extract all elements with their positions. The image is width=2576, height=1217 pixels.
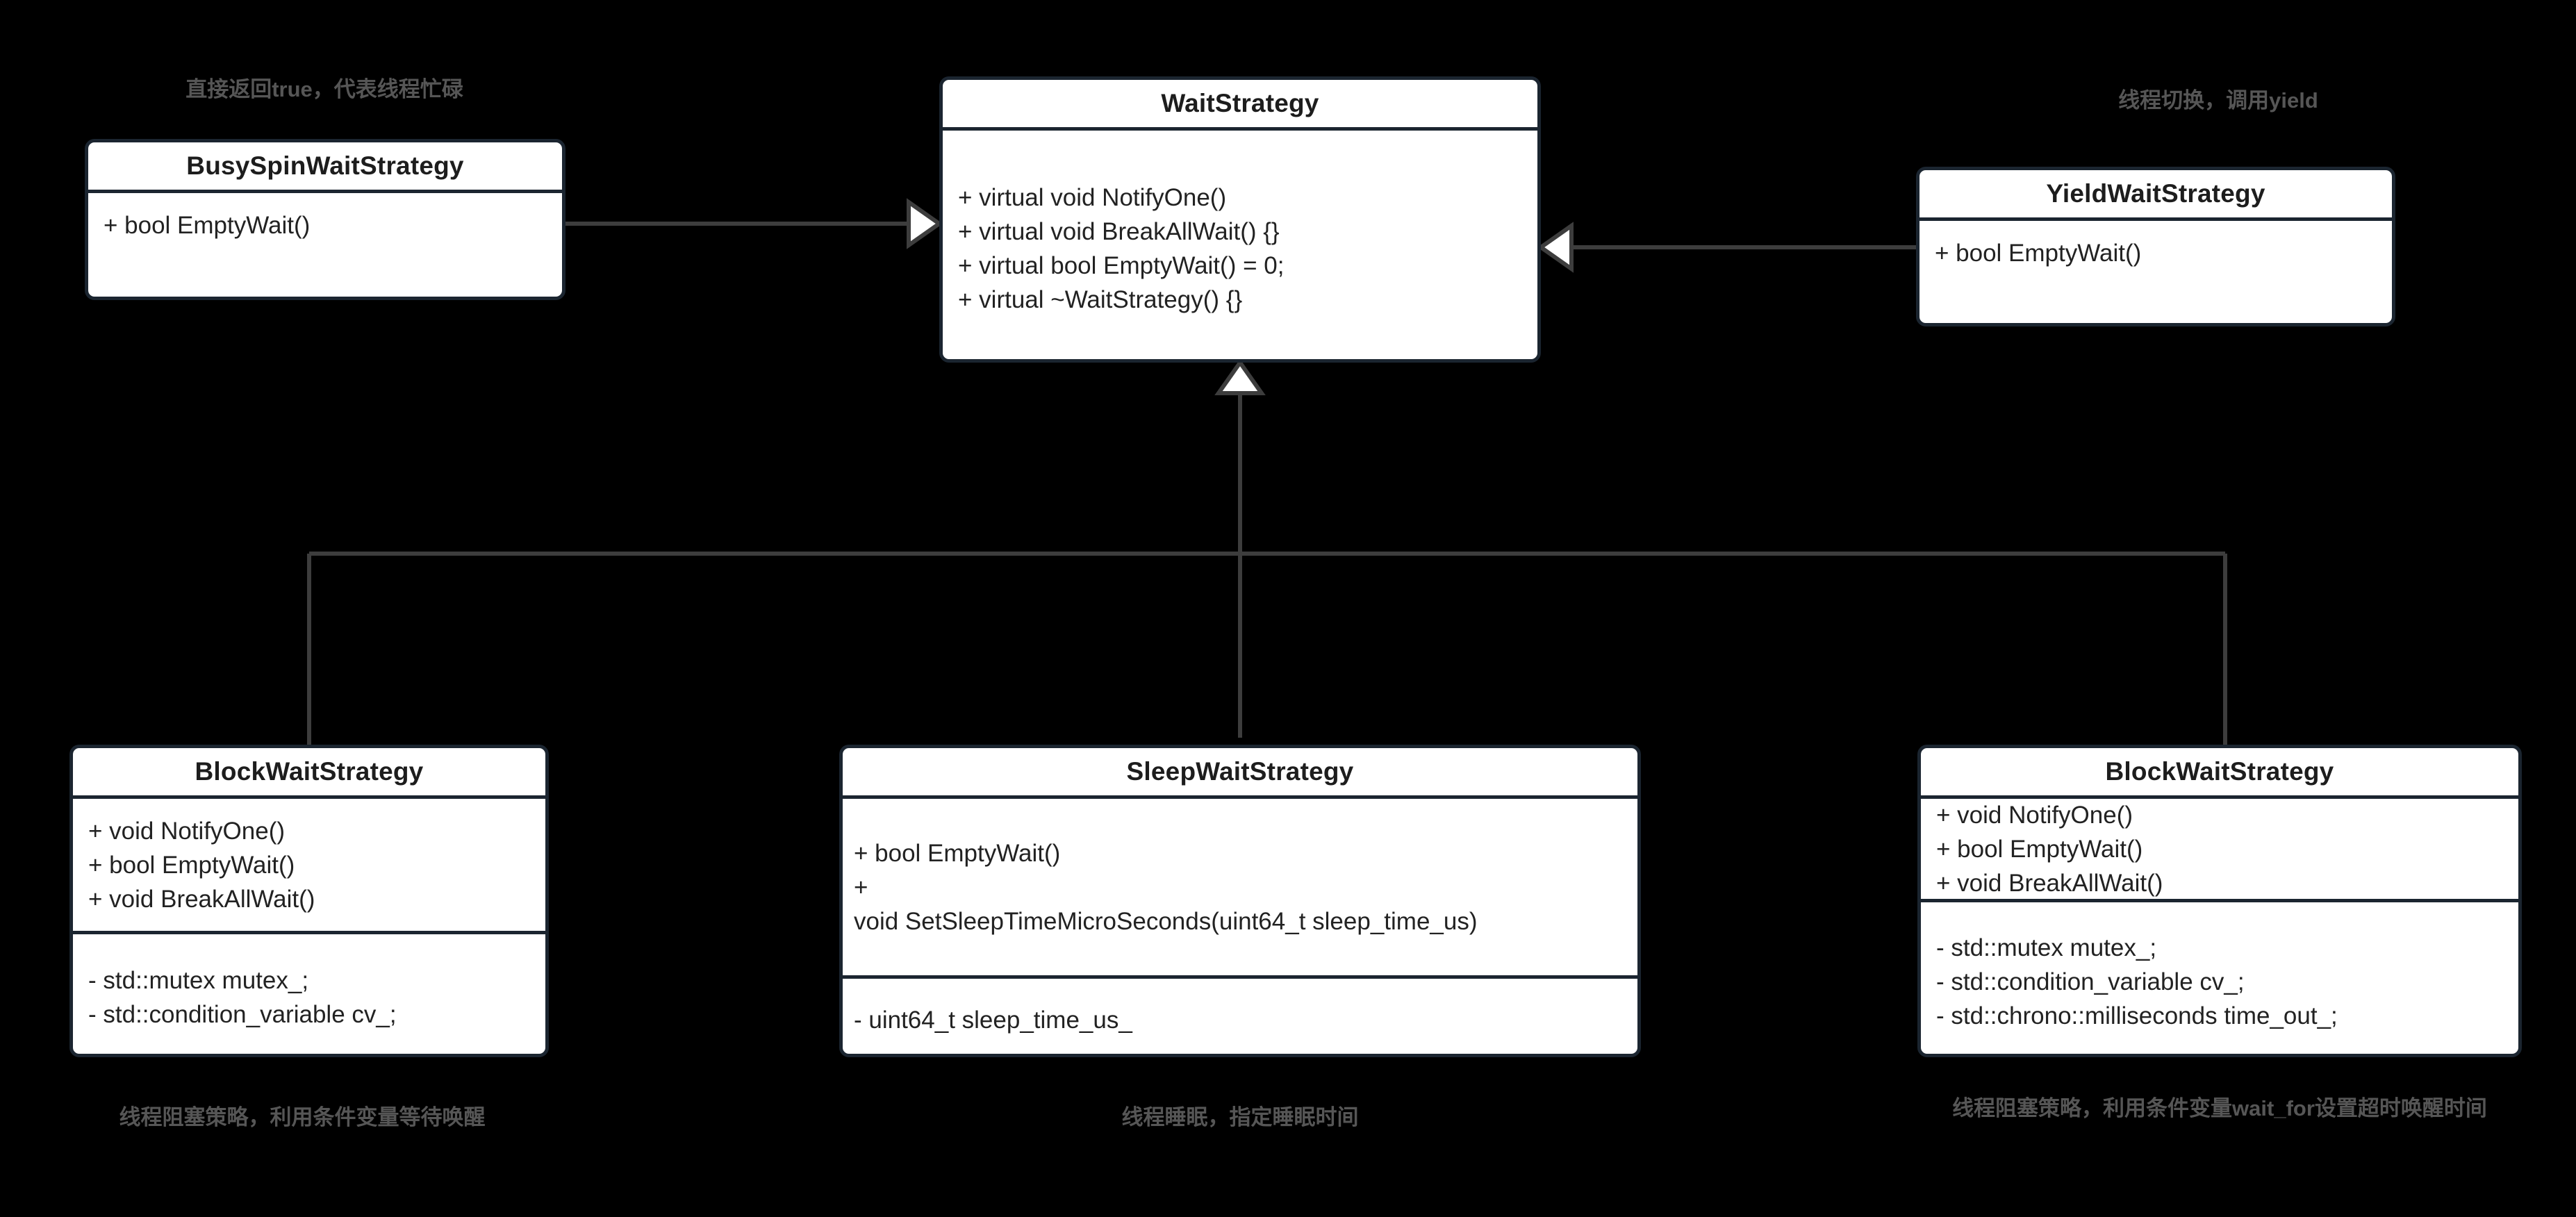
attribute-line: - std::mutex mutex_; <box>1936 934 2157 961</box>
class-box-sleepwaitstrategy[interactable]: SleepWaitStrategy + bool EmptyWait() + v… <box>839 745 1641 1057</box>
annotation-block-right: 线程阻塞策略，利用条件变量wait_for设置超时唤醒时间 <box>1952 1096 2487 1120</box>
attribute-line: - std::condition_variable cv_; <box>1936 968 2245 995</box>
class-attributes-blockwaitstrategy-left: - std::mutex mutex_; - std::condition_va… <box>73 934 545 1054</box>
class-box-yieldwaitstrategy[interactable]: YieldWaitStrategy + bool EmptyWait() <box>1916 167 2395 326</box>
class-methods-blockwaitstrategy-right: + void NotifyOne() + bool EmptyWait() + … <box>1921 799 2518 899</box>
annotation-busyspin: 直接返回true，代表线程忙碌 <box>185 77 463 101</box>
method-line: + void BreakAllWait() <box>1936 869 2163 897</box>
method-line: + bool EmptyWait() <box>1935 240 2142 267</box>
class-methods-sleepwaitstrategy: + bool EmptyWait() + void SetSleepTimeMi… <box>843 799 1637 975</box>
method-line: + bool EmptyWait() <box>104 212 311 239</box>
arrowhead-busyspin <box>907 198 943 249</box>
class-divider <box>1921 795 2518 799</box>
method-line: + bool EmptyWait() <box>854 839 1061 867</box>
method-line: + virtual ~WaitStrategy() {} <box>958 285 1243 313</box>
method-line: + virtual void NotifyOne() <box>958 183 1227 211</box>
attribute-line: - uint64_t sleep_time_us_ <box>854 1006 1132 1034</box>
method-line: + void NotifyOne() <box>88 817 286 845</box>
class-divider <box>843 795 1637 799</box>
method-line: + void BreakAllWait() <box>88 885 315 913</box>
class-divider <box>1921 899 2518 902</box>
arrowhead-trunk <box>1214 358 1266 395</box>
class-attributes-blockwaitstrategy-right: - std::mutex mutex_; - std::condition_va… <box>1921 902 2518 1054</box>
class-divider <box>73 931 545 934</box>
annotation-block-left: 线程阻塞策略，利用条件变量等待唤醒 <box>119 1105 486 1129</box>
class-divider <box>943 127 1537 131</box>
class-methods-blockwaitstrategy-left: + void NotifyOne() + bool EmptyWait() + … <box>73 799 545 931</box>
class-divider <box>1919 217 2392 221</box>
class-title-sleepwaitstrategy: SleepWaitStrategy <box>1126 757 1354 786</box>
method-line: + void NotifyOne() <box>1936 801 2133 829</box>
class-divider <box>73 795 545 799</box>
method-line: + virtual bool EmptyWait() = 0; <box>958 251 1285 279</box>
class-title-blockwaitstrategy-right: BlockWaitStrategy <box>2105 757 2334 786</box>
arrowhead-yield <box>1537 222 1574 273</box>
class-title-yieldwaitstrategy: YieldWaitStrategy <box>2046 179 2265 208</box>
attribute-line: - std::chrono::milliseconds time_out_; <box>1936 1002 2338 1029</box>
class-methods-waitstrategy: + virtual void NotifyOne() + virtual voi… <box>943 131 1537 359</box>
class-box-blockwaitstrategy-right[interactable]: BlockWaitStrategy + void NotifyOne() + b… <box>1917 745 2522 1057</box>
class-divider <box>843 975 1637 979</box>
method-line: void SetSleepTimeMicroSeconds(uint64_t s… <box>854 907 1478 935</box>
class-box-busyspinwaitstrategy[interactable]: BusySpinWaitStrategy + bool EmptyWait() <box>85 139 565 300</box>
class-divider <box>88 190 562 193</box>
method-line: + bool EmptyWait() <box>1936 835 2143 863</box>
method-line: + bool EmptyWait() <box>88 851 295 879</box>
class-box-waitstrategy[interactable]: WaitStrategy + virtual void NotifyOne() … <box>939 76 1541 363</box>
method-line: + virtual void BreakAllWait() {} <box>958 217 1280 245</box>
method-line: + <box>854 873 868 901</box>
class-title-busyspinwaitstrategy: BusySpinWaitStrategy <box>186 151 464 180</box>
annotation-sleep: 线程睡眠，指定睡眠时间 <box>1121 1105 1359 1129</box>
class-box-blockwaitstrategy-left[interactable]: BlockWaitStrategy + void NotifyOne() + b… <box>69 745 549 1057</box>
class-title-waitstrategy: WaitStrategy <box>1161 89 1319 117</box>
attribute-line: - std::mutex mutex_; <box>88 967 309 994</box>
class-methods-busyspinwaitstrategy: + bool EmptyWait() <box>88 193 562 297</box>
class-title-blockwaitstrategy-left: BlockWaitStrategy <box>195 757 424 786</box>
attribute-line: - std::condition_variable cv_; <box>88 1001 397 1028</box>
class-attributes-sleepwaitstrategy: - uint64_t sleep_time_us_ <box>843 979 1637 1054</box>
annotation-yield: 线程切换，调用yield <box>2118 88 2318 113</box>
class-methods-yieldwaitstrategy: + bool EmptyWait() <box>1919 221 2392 323</box>
